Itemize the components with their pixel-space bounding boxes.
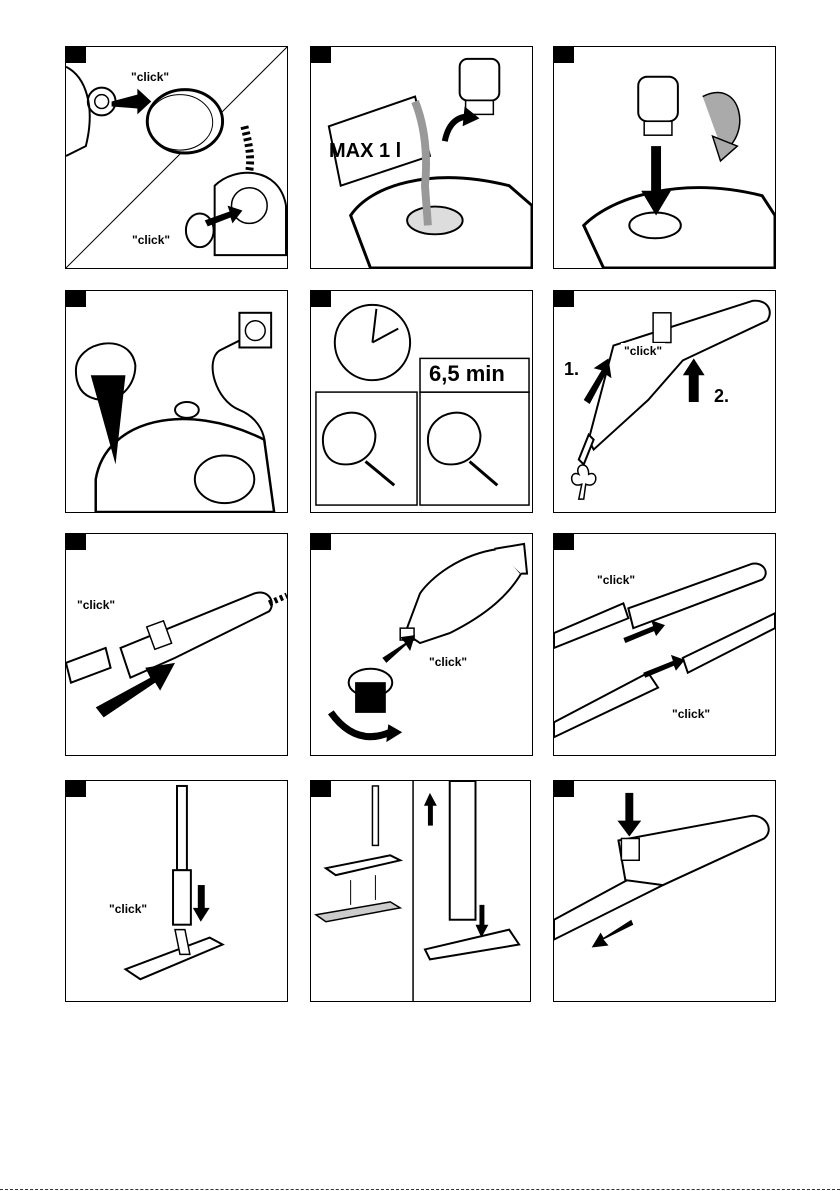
illustration-attach-covers — [66, 47, 287, 268]
panel-11-attach-cloth — [310, 780, 531, 1002]
panel-3-close-cap — [553, 46, 776, 269]
illustration-unlock-gun — [554, 291, 775, 512]
click-label: "click" — [594, 572, 638, 588]
illustration-close-cap — [554, 47, 775, 268]
panel-8-attach-brush: "click" — [310, 533, 533, 756]
page-bottom-edge — [0, 1189, 840, 1190]
click-label: "click" — [426, 654, 470, 670]
click-label: "click" — [669, 706, 713, 722]
illustration-connect-tubes — [554, 534, 775, 755]
panel-5-heat-up: 6,5 min — [310, 290, 533, 513]
panel-7-attach-extension: "click" — [65, 533, 288, 756]
panel-9-connect-tubes: "click" "click" — [553, 533, 776, 756]
illustration-attach-extension — [66, 534, 287, 755]
illustration-attach-floor-nozzle — [66, 781, 287, 1001]
step-two-label: 2. — [714, 386, 729, 407]
step-one-label: 1. — [564, 359, 579, 380]
panel-4-plug-in — [65, 290, 288, 513]
illustration-heat-up — [311, 291, 532, 512]
panel-10-attach-floor-nozzle: "click" — [65, 780, 288, 1002]
panel-12-detach-accessory — [553, 780, 776, 1002]
click-label: "click" — [74, 597, 118, 613]
illustration-attach-brush — [311, 534, 532, 755]
illustration-plug-in — [66, 291, 287, 512]
illustration-attach-cloth — [311, 781, 530, 1001]
click-label: "click" — [129, 232, 173, 248]
heat-time-label: 6,5 min — [429, 361, 505, 387]
panel-1-attach-covers: "click" "click" — [65, 46, 288, 269]
click-label: "click" — [621, 343, 665, 359]
click-label: "click" — [128, 69, 172, 85]
click-label: "click" — [106, 901, 150, 917]
max-volume-label: MAX 1 l — [329, 140, 401, 163]
panel-2-fill-water: MAX 1 l — [310, 46, 533, 269]
illustration-detach-accessory — [554, 781, 775, 1001]
panel-6-unlock-gun: "click" 1. 2. — [553, 290, 776, 513]
